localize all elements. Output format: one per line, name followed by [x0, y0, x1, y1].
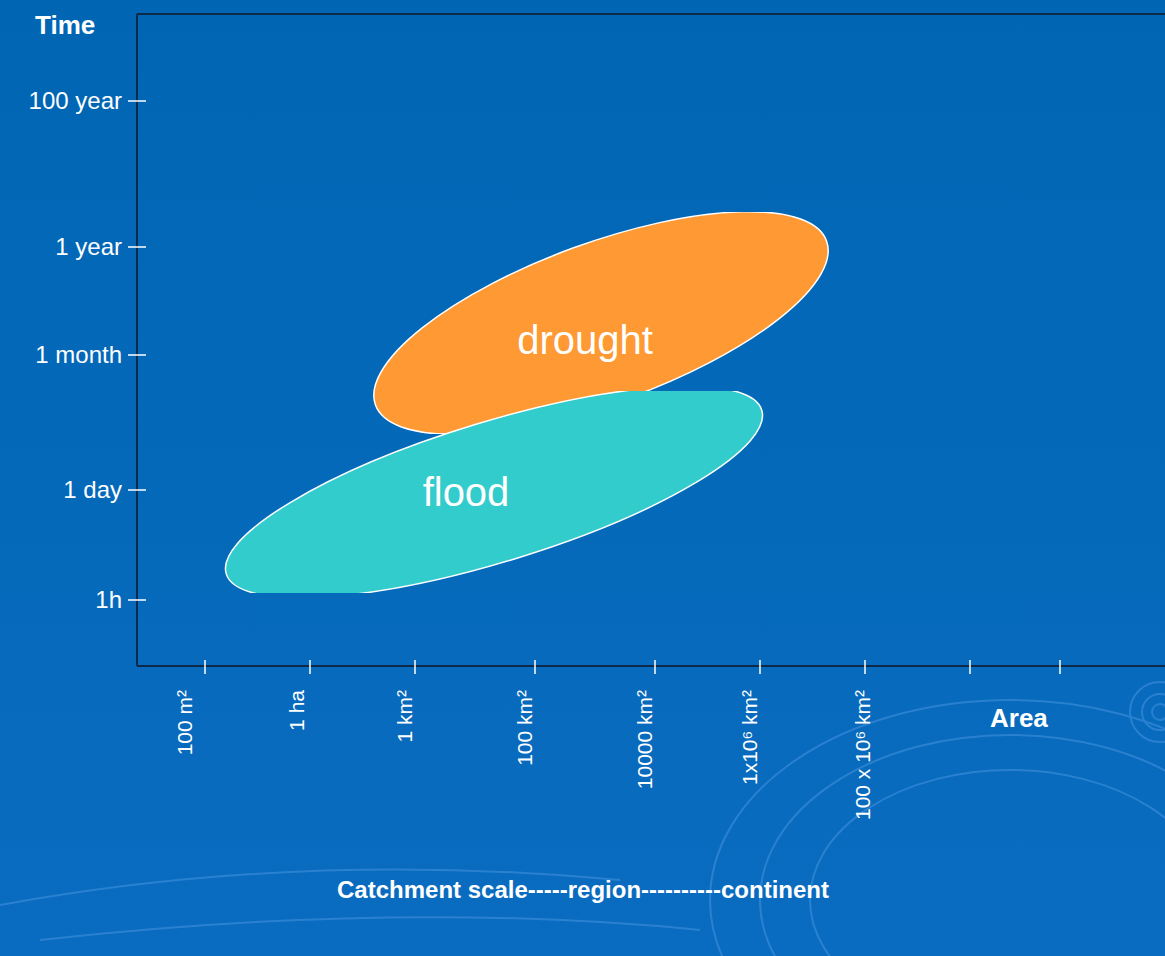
x-tick	[534, 660, 536, 674]
area-tick-label: 100 x 10⁶ km²	[851, 690, 875, 820]
y-tick	[128, 246, 146, 248]
time-tick-label: 1 year	[55, 233, 122, 261]
y-tick	[128, 354, 146, 356]
area-tick-label: 1 ha	[285, 690, 309, 731]
x-tick	[969, 660, 971, 674]
x-tick	[309, 660, 311, 674]
x-tick	[759, 660, 761, 674]
x-tick	[864, 660, 866, 674]
x-tick	[654, 660, 656, 674]
time-tick-label: 1 month	[35, 341, 122, 369]
axes	[137, 14, 1165, 666]
area-tick-label: 10000 km²	[633, 690, 657, 789]
scale-caption: Catchment scale-----region----------cont…	[337, 876, 829, 904]
area-tick-label: 1x10⁶ km²	[738, 690, 762, 785]
x-tick	[204, 660, 206, 674]
time-tick-label: 1 day	[63, 476, 122, 504]
region-label: flood	[423, 470, 510, 515]
x-tick	[1059, 660, 1061, 674]
area-tick-label: 100 m²	[173, 690, 197, 755]
time-tick-label: 100 year	[29, 87, 122, 115]
axis-title: Time	[35, 10, 95, 41]
axis-ticks	[128, 101, 1060, 674]
flood-region: flood	[219, 391, 769, 593]
y-tick	[128, 489, 146, 491]
area-tick-label: 100 km²	[513, 690, 537, 766]
x-tick	[414, 660, 416, 674]
ripple-decoration	[0, 682, 1165, 956]
y-tick	[128, 100, 146, 102]
y-tick	[128, 599, 146, 601]
region-label: drought	[517, 318, 653, 363]
area-tick-label: 1 km²	[393, 690, 417, 743]
axis-title: Area	[990, 703, 1048, 734]
time-tick-label: 1h	[95, 586, 122, 614]
ellipse	[219, 391, 769, 593]
